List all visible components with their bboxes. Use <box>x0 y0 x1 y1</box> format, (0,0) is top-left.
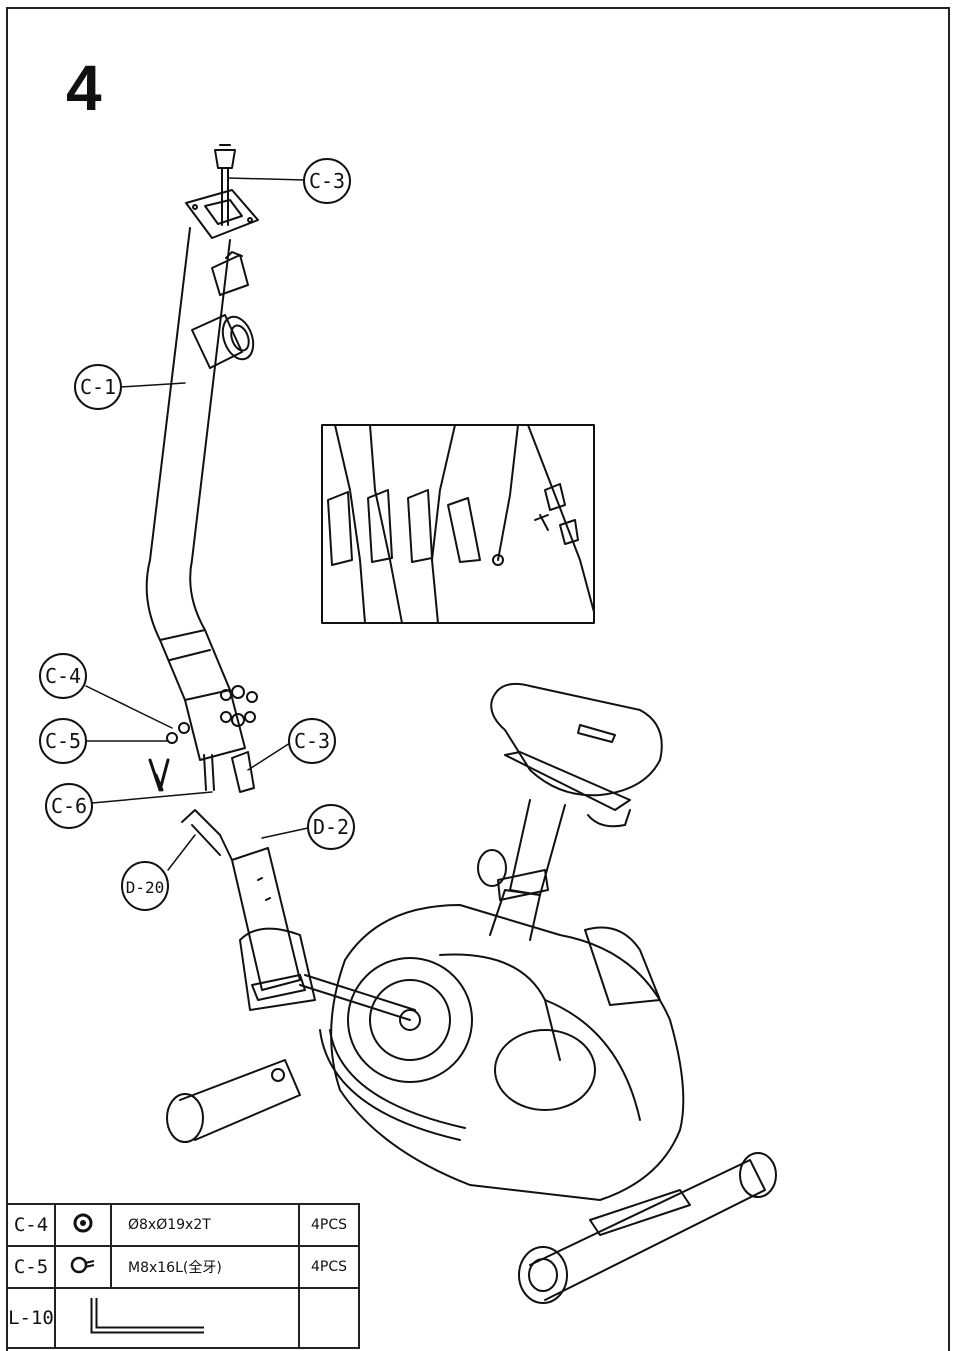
part-code: L-10 <box>6 1287 56 1349</box>
allen-key-icon <box>54 1287 300 1349</box>
post-knobs <box>191 251 255 369</box>
callout-label: C-4 <box>45 664 81 688</box>
table-row: C-4 Ø8xØ19x2T 4PCS <box>6 1203 360 1247</box>
parts-table: C-4 Ø8xØ19x2T 4PCS C-5 M8x16L(全牙) 4PCS L… <box>6 1203 360 1349</box>
front-column <box>231 847 301 991</box>
part-qty <box>298 1287 360 1349</box>
callout-d20: D-20 <box>121 861 169 911</box>
callout-label: C-6 <box>51 794 87 818</box>
table-row: L-10 <box>6 1287 360 1349</box>
part-spec: M8x16L(全牙) <box>110 1245 300 1289</box>
callout-d2: D-2 <box>307 804 355 850</box>
handlebar-post <box>145 227 246 761</box>
callout-c3-top: C-3 <box>303 158 351 204</box>
top-plate <box>185 144 259 239</box>
callout-c3-bottom: C-3 <box>288 718 336 764</box>
callout-c1: C-1 <box>74 364 122 410</box>
callout-c6: C-6 <box>45 783 93 829</box>
part-qty: 4PCS <box>298 1203 360 1247</box>
callout-label: D-2 <box>313 815 349 839</box>
part-code: C-5 <box>6 1245 56 1289</box>
page-border <box>6 7 950 1351</box>
front-stabilizer <box>166 1059 301 1143</box>
callout-label: C-5 <box>45 729 81 753</box>
callout-c4: C-4 <box>39 653 87 699</box>
rear-stabilizer <box>518 1152 777 1304</box>
bike-body <box>319 904 685 1201</box>
table-row: C-5 M8x16L(全牙) 4PCS <box>6 1245 360 1289</box>
callout-c5: C-5 <box>39 718 87 764</box>
inset-detail <box>321 424 595 624</box>
step-number: 4 <box>66 52 102 124</box>
callout-label: C-3 <box>294 729 330 753</box>
pedals <box>239 926 661 1021</box>
callout-leaders <box>85 177 309 871</box>
seat <box>490 682 663 828</box>
bolt-icon <box>54 1245 112 1289</box>
callout-label: C-3 <box>309 169 345 193</box>
part-code: C-4 <box>6 1203 56 1247</box>
callout-label: C-1 <box>80 375 116 399</box>
down-arrow-icon <box>148 758 170 792</box>
seat-post <box>477 799 566 941</box>
tension-clip <box>181 809 233 861</box>
post-bolts <box>166 685 258 793</box>
part-spec: Ø8xØ19x2T <box>110 1203 300 1247</box>
washer-icon <box>54 1203 112 1247</box>
callout-label: D-20 <box>126 878 165 897</box>
part-qty: 4PCS <box>298 1245 360 1289</box>
